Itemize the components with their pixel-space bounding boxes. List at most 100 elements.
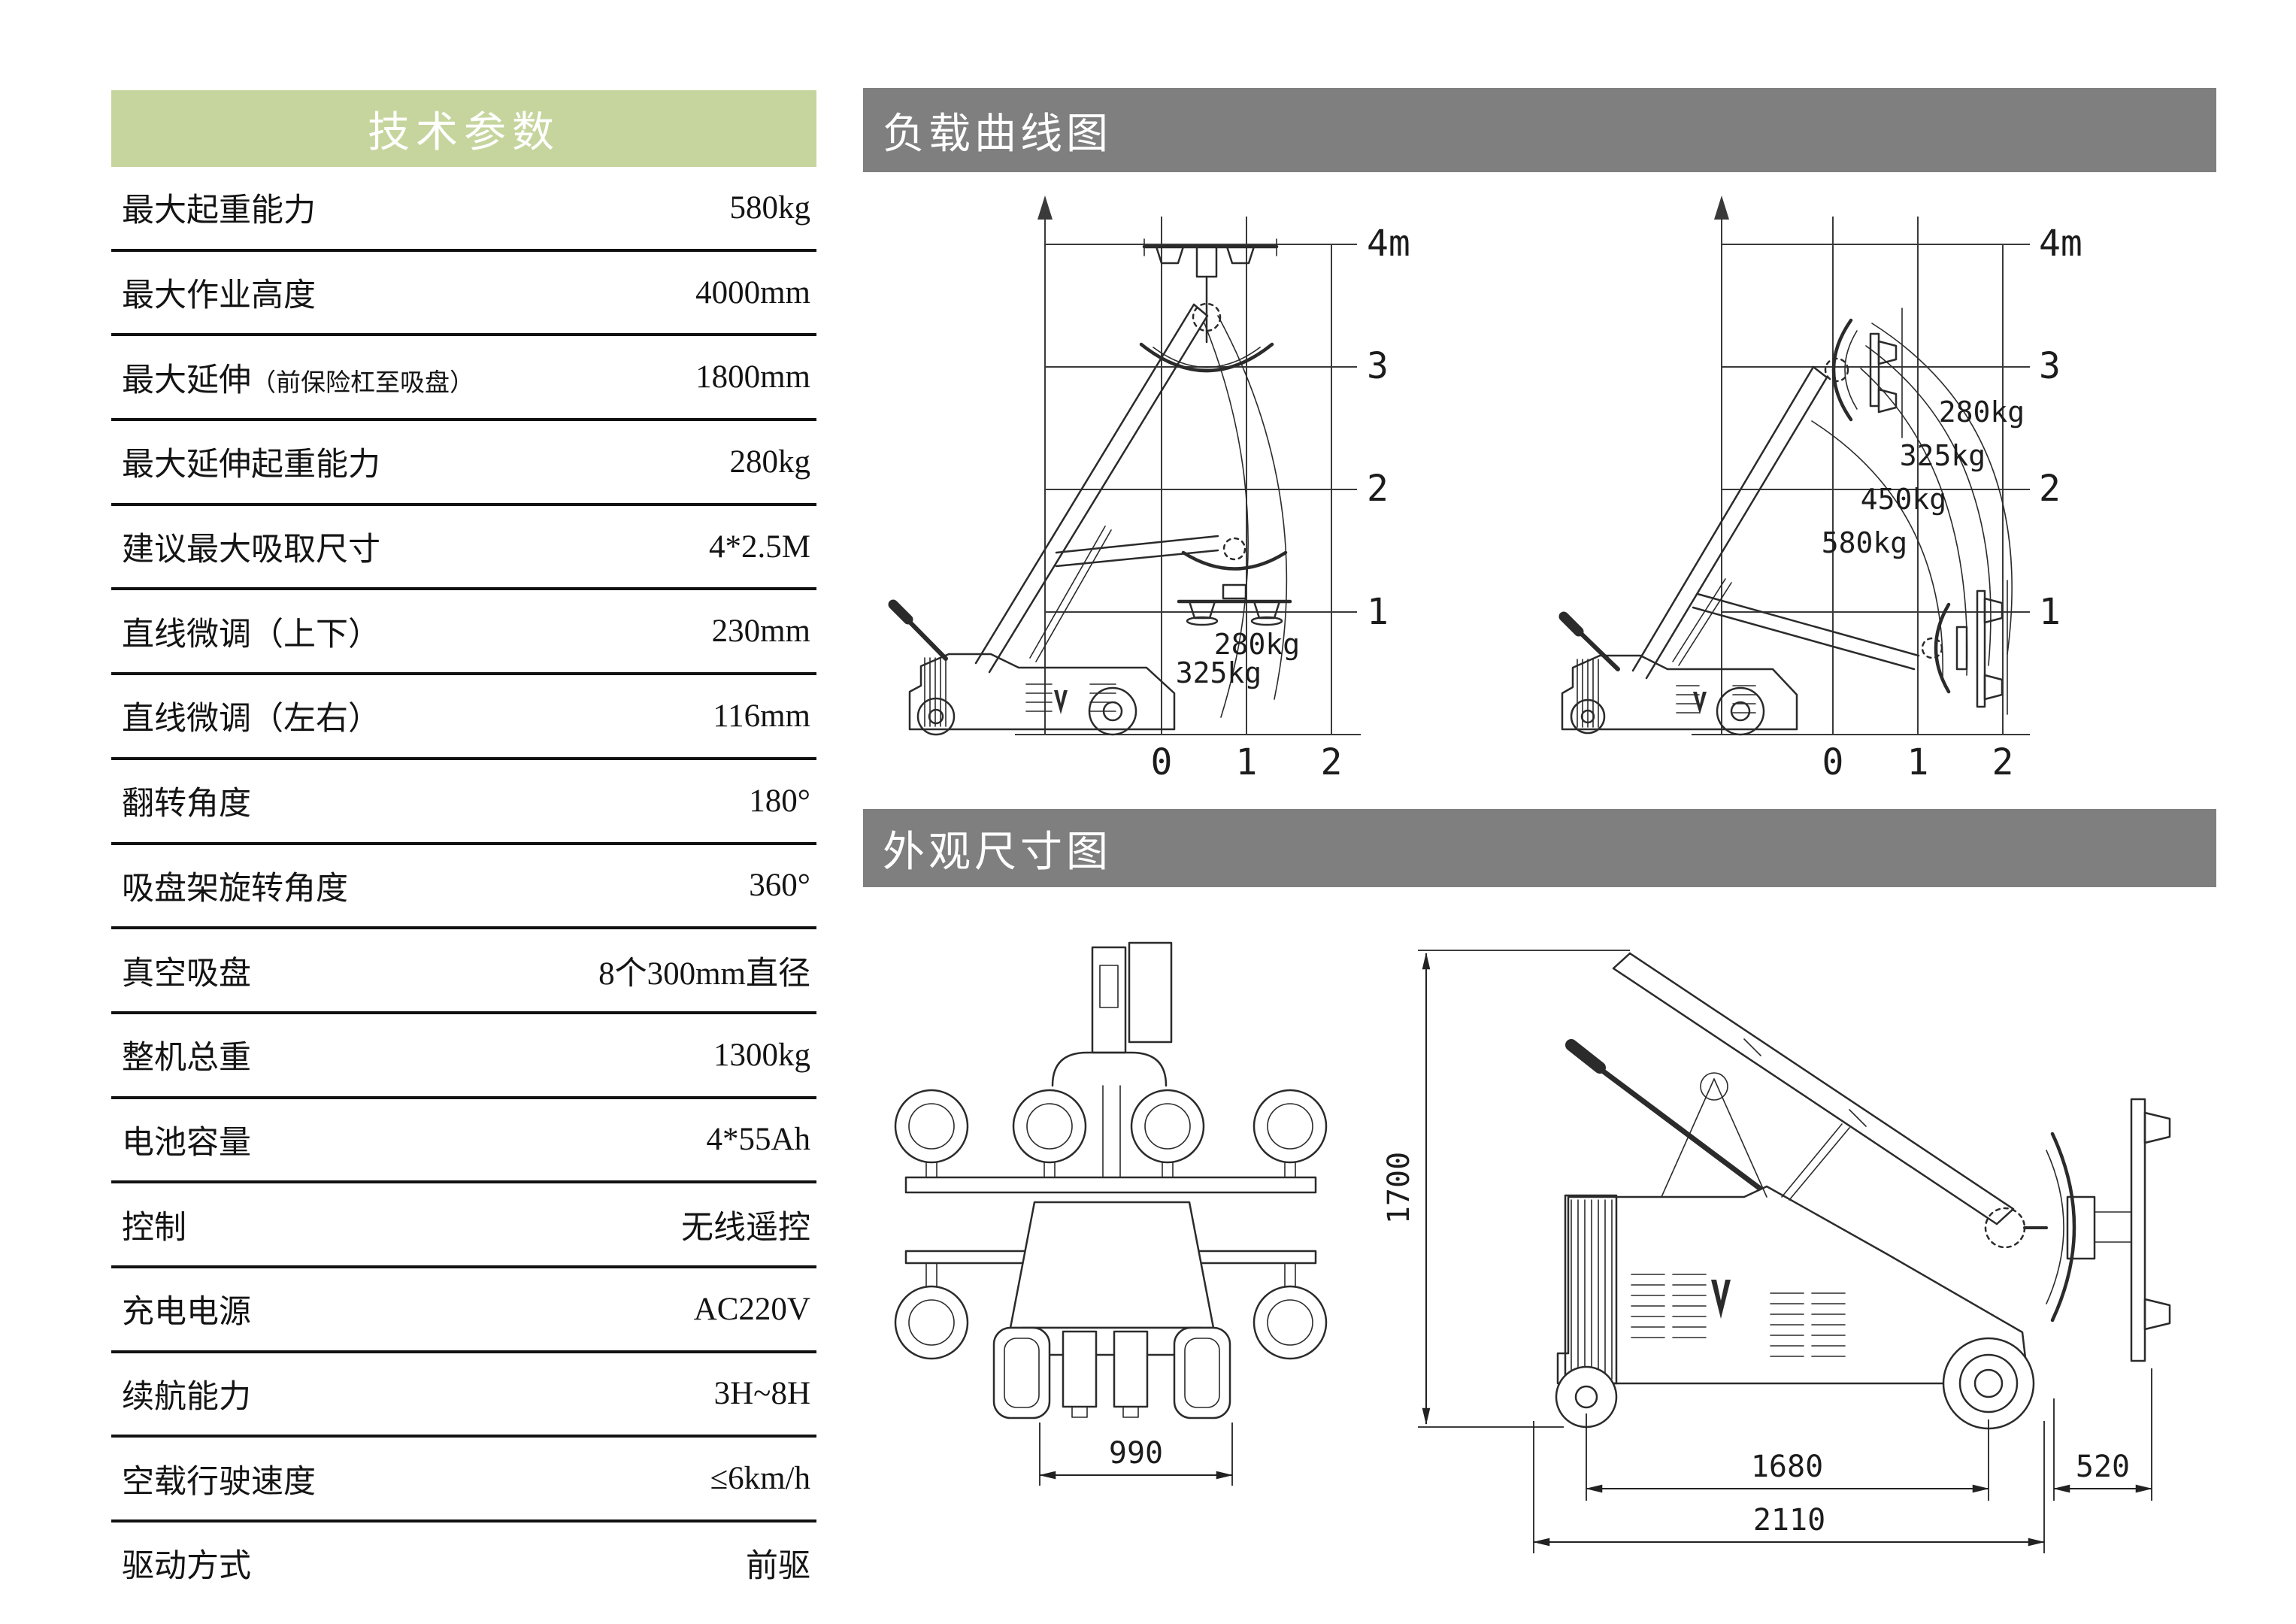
side-view-dimension-520: 520 (2052, 1368, 2153, 1501)
spec-label: 直线微调（上下） (122, 617, 380, 653)
spec-label: 整机总重 (122, 1041, 251, 1077)
front-view-machine-drawing (894, 941, 1328, 1419)
spec-value: 230mm (711, 614, 810, 650)
spec-row: 真空吸盘 8个300mm直径 (111, 929, 816, 1014)
spec-value: 116mm (713, 698, 810, 734)
spec-value: 无线遥控 (681, 1210, 810, 1246)
spec-label: 续航能力 (122, 1379, 251, 1415)
front-view-diagram: 990 (894, 941, 1328, 1486)
side-view-diagram: 1700 1680 (1382, 950, 2171, 1553)
dim-label-overall-length: 2110 (1753, 1503, 1825, 1538)
spec-label: 最大延伸 (122, 362, 251, 398)
y-tick-label: 3 (2039, 345, 2061, 387)
x-tick-label: 0 (1822, 741, 1844, 783)
spec-label: 控制 (122, 1210, 186, 1246)
spec-row: 直线微调（左右） 116mm (111, 675, 816, 760)
spec-label: 吸盘架旋转角度 (122, 871, 348, 907)
y-tick-label: 3 (1367, 345, 1389, 387)
side-view-dimension-2110: 2110 (1532, 1421, 2046, 1553)
side-view-dimension-1700: 1700 (1382, 950, 1630, 1428)
x-tick-label: 2 (1992, 741, 2014, 783)
y-tick-label: 4m (2039, 223, 2082, 265)
load-right-axis-labels: 4m 3 2 1 0 1 2 (1822, 223, 2082, 783)
spec-label: 真空吸盘 (122, 956, 251, 992)
x-tick-label: 2 (1321, 741, 1343, 783)
spec-label-note: （前保险杠至吸盘） (251, 369, 474, 397)
spec-label: 最大起重能力 (122, 193, 316, 229)
spec-value: 1800mm (695, 359, 810, 395)
load-curve-diagram-right: 4m 3 2 1 0 1 2 280kg 325kg 450kg 580kg (1558, 195, 2082, 783)
spec-value: 4000mm (695, 274, 810, 311)
spec-row: 续航能力 3H~8H (111, 1353, 816, 1438)
load-right-load-labels: 280kg 325kg 450kg 580kg (1822, 395, 2025, 559)
spec-label: 直线微调（左右） (122, 701, 380, 738)
y-tick-label: 2 (2039, 468, 2061, 510)
load-label-325kg: 325kg (1176, 656, 1262, 689)
spec-label: 建议最大吸取尺寸 (122, 532, 380, 568)
spec-value: 4*2.5M (709, 529, 810, 565)
section-header-dimensions: 外观尺寸图 (863, 809, 2216, 887)
spec-row: 控制 无线遥控 (111, 1183, 816, 1268)
spec-row: 空载行驶速度 ≤6km/h (111, 1438, 816, 1522)
spec-value: ≤6km/h (710, 1461, 811, 1497)
spec-row: 驱动方式 前驱 (111, 1522, 816, 1604)
spec-label: 最大延伸起重能力 (122, 447, 380, 483)
spec-row: 翻转角度 180° (111, 760, 816, 845)
spec-value: 580kg (729, 189, 811, 226)
spec-label: 驱动方式 (122, 1549, 251, 1585)
spec-row: 最大延伸（前保险杠至吸盘） 1800mm (111, 336, 816, 422)
side-view-machine-drawing (1555, 952, 2171, 1430)
spec-value: 8个300mm直径 (598, 956, 810, 992)
spec-row: 建议最大吸取尺寸 4*2.5M (111, 506, 816, 591)
load-right-machine-drawing (1558, 308, 2013, 736)
load-label-280kg: 280kg (1214, 628, 1300, 661)
spec-label: 最大作业高度 (122, 278, 316, 314)
spec-value: 280kg (729, 444, 811, 480)
spec-row: 整机总重 1300kg (111, 1014, 816, 1099)
load-left-axis-labels: 4m 3 2 1 0 1 2 (1151, 223, 1410, 783)
front-view-dimension-990: 990 (1038, 1423, 1234, 1486)
load-right-grid (1692, 195, 2030, 735)
spec-value: 1300kg (713, 1037, 810, 1073)
load-label-280kg: 280kg (1939, 395, 2025, 429)
spec-value: 3H~8H (713, 1376, 810, 1412)
axis-arrow-up (1037, 195, 1053, 220)
spec-table: 技术参数 最大起重能力 580kg 最大作业高度 4000mm 最大延伸（前保险… (111, 90, 816, 1604)
x-tick-label: 1 (1236, 741, 1258, 783)
x-tick-label: 0 (1151, 741, 1173, 783)
spec-value: 180° (749, 783, 810, 819)
spec-row: 吸盘架旋转角度 360° (111, 845, 816, 930)
spec-value: 4*55Ah (706, 1122, 810, 1158)
section-header-load-curve: 负载曲线图 (863, 88, 2216, 172)
load-left-machine-drawing (888, 238, 1292, 736)
y-tick-label: 2 (1367, 468, 1389, 510)
spec-value: 360° (749, 868, 810, 904)
spec-row: 电池容量 4*55Ah (111, 1099, 816, 1184)
spec-label: 翻转角度 (122, 786, 251, 823)
spec-value: 前驱 (746, 1549, 810, 1585)
load-label-450kg: 450kg (1861, 483, 1946, 516)
dim-label-pad-offset: 520 (2076, 1450, 2130, 1484)
axis-arrow-up (1714, 195, 1729, 220)
dim-label-overall-height: 1700 (1382, 1152, 1416, 1224)
spec-row: 最大延伸起重能力 280kg (111, 421, 816, 506)
spec-row: 最大起重能力 580kg (111, 167, 816, 252)
load-label-580kg: 580kg (1822, 526, 1907, 559)
spec-value: AC220V (693, 1291, 810, 1327)
y-tick-label: 1 (2039, 591, 2061, 633)
y-tick-label: 4m (1367, 223, 1410, 265)
load-label-325kg: 325kg (1900, 439, 1986, 472)
spec-table-title: 技术参数 (111, 90, 816, 167)
load-curve-diagram-left: 4m 3 2 1 0 1 2 280kg 325kg (888, 195, 1410, 783)
spec-label: 充电电源 (122, 1295, 251, 1331)
dim-label-front-width: 990 (1109, 1436, 1163, 1471)
load-left-grid (1015, 195, 1361, 735)
x-tick-label: 1 (1907, 741, 1929, 783)
spec-label: 电池容量 (122, 1125, 251, 1161)
dim-label-wheelbase: 1680 (1751, 1450, 1823, 1484)
spec-row: 最大作业高度 4000mm (111, 252, 816, 337)
spec-label: 空载行驶速度 (122, 1464, 316, 1500)
side-view-dimension-1680: 1680 (1585, 1413, 1990, 1501)
y-tick-label: 1 (1367, 591, 1389, 633)
spec-row: 充电电源 AC220V (111, 1268, 816, 1353)
